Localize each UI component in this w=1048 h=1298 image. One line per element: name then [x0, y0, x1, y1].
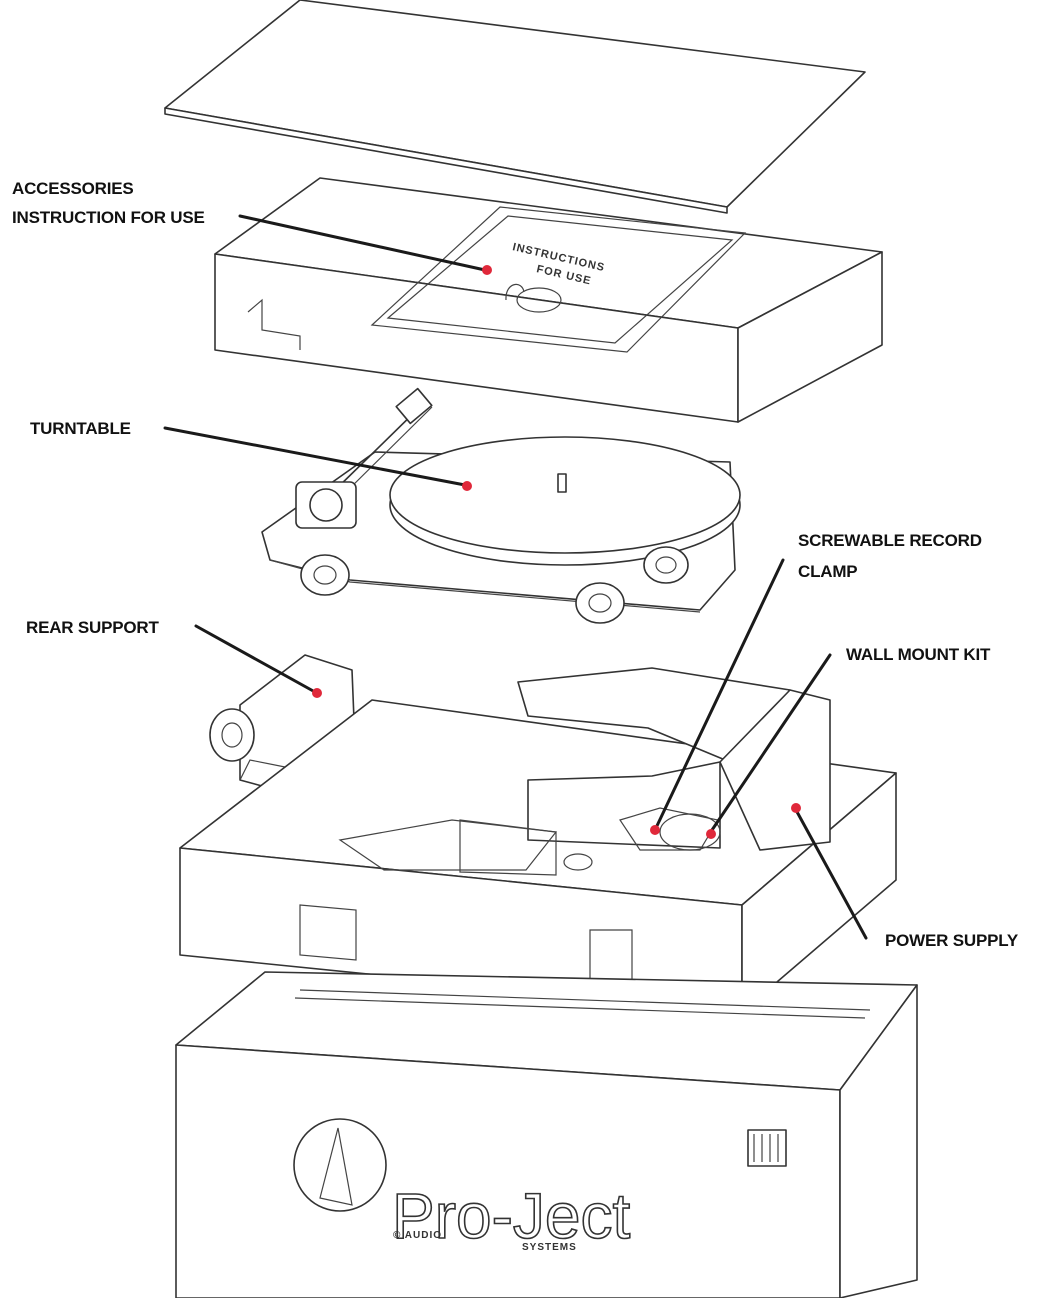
foam-insert — [179, 667, 897, 1013]
lid-sheet — [164, 0, 866, 214]
label-turntable: TURNTABLE — [30, 419, 131, 438]
brand-sub-left: © AUDIO — [393, 1230, 442, 1241]
marker-screwable-clamp — [650, 825, 660, 835]
label-wall-mount: WALL MOUNT KIT — [846, 645, 991, 664]
turntable-unit — [261, 387, 741, 624]
label-accessories-line1: ACCESSORIES — [12, 179, 134, 198]
leader-rear-support — [194, 624, 317, 694]
callout-labels: ACCESSORIES INSTRUCTION FOR USE TURNTABL… — [12, 179, 1019, 950]
leader-wall-mount — [708, 653, 832, 835]
marker-rear-support — [312, 688, 322, 698]
leader-lines — [163, 214, 868, 940]
outer-box: Pro-Ject © AUDIO SYSTEMS — [175, 971, 918, 1298]
label-rear-support: REAR SUPPORT — [26, 618, 159, 637]
leader-screwable-clamp — [653, 558, 785, 832]
brand-logo-text: Pro-Ject — [392, 1180, 631, 1252]
marker-accessories — [482, 265, 492, 275]
turntable-feet — [300, 546, 689, 624]
brand-sub-right: SYSTEMS — [522, 1242, 577, 1253]
label-screwable-line1: SCREWABLE RECORD — [798, 531, 982, 550]
leader-accessories — [238, 214, 487, 272]
accessories-tray: INSTRUCTIONS FOR USE — [214, 177, 883, 423]
label-accessories-line2: INSTRUCTION FOR USE — [12, 208, 205, 227]
marker-wall-mount — [706, 829, 716, 839]
leader-power-supply — [794, 808, 868, 940]
label-power-supply: POWER SUPPLY — [885, 931, 1019, 950]
leader-turntable — [163, 426, 467, 487]
marker-power-supply — [791, 803, 801, 813]
part-markers — [312, 265, 801, 839]
label-screwable-line2: CLAMP — [798, 562, 857, 581]
marker-turntable — [462, 481, 472, 491]
